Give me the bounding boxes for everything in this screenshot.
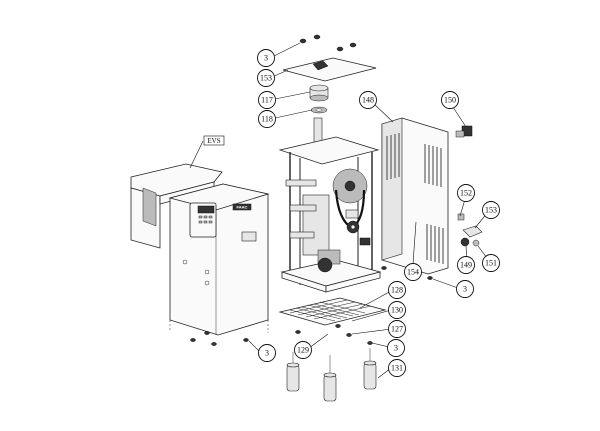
washer-118: [310, 106, 328, 114]
side-panel: [381, 117, 449, 275]
callout-153-top: 153: [257, 69, 275, 87]
svg-text:3: 3: [463, 285, 467, 294]
cabinet-screws: [190, 331, 249, 346]
callout-130: 130: [388, 301, 406, 319]
callout-117: 117: [258, 91, 276, 109]
svg-text:152: 152: [460, 189, 472, 198]
svg-text:3: 3: [264, 54, 268, 63]
callout-148: 148: [359, 91, 377, 109]
callout-3-bottom-right: 3: [387, 339, 405, 357]
svg-text:128: 128: [391, 286, 403, 295]
callout-152: 152: [457, 184, 475, 202]
svg-text:127: 127: [391, 325, 403, 334]
svg-text:117: 117: [261, 96, 273, 105]
cabinet-hood: [130, 163, 223, 249]
drive-frame: [278, 117, 382, 293]
svg-text:3: 3: [394, 344, 398, 353]
cabinet-tag: EVS: [189, 135, 225, 169]
callout-118: 118: [258, 110, 276, 128]
callout-131: 131: [388, 359, 406, 377]
bearing-117: [309, 84, 329, 102]
svg-text:153: 153: [485, 206, 497, 215]
svg-text:118: 118: [261, 115, 273, 124]
svg-text:129: 129: [297, 346, 309, 355]
cabinet-body: FAAC: [168, 183, 270, 336]
parts-right: [457, 213, 483, 247]
callout-150: 150: [441, 91, 459, 109]
callout-149: 149: [457, 256, 475, 274]
lock-150: [455, 125, 473, 138]
brand-logo: FAAC: [237, 205, 248, 210]
callout-129: 129: [294, 341, 312, 359]
callout-3-bottom-left: 3: [258, 344, 276, 362]
svg-text:131: 131: [391, 364, 403, 373]
svg-text:149: 149: [460, 261, 472, 270]
top-screws: [299, 34, 357, 52]
base-grille: [278, 297, 387, 326]
callout-128: 128: [388, 281, 406, 299]
callout-3-top: 3: [257, 49, 275, 67]
callout-151: 151: [482, 254, 500, 272]
callout-127: 127: [388, 320, 406, 338]
floor-screws: [295, 266, 433, 345]
callout-154: 154: [404, 263, 422, 281]
top-cover-plate: [282, 57, 377, 82]
svg-text:153: 153: [260, 74, 272, 83]
tag-evs: EVS: [207, 137, 220, 145]
svg-text:150: 150: [444, 96, 456, 105]
feet: [286, 348, 377, 402]
svg-text:154: 154: [407, 268, 419, 277]
svg-text:3: 3: [265, 349, 269, 358]
svg-text:130: 130: [391, 306, 403, 315]
svg-text:148: 148: [362, 96, 374, 105]
svg-text:151: 151: [485, 259, 497, 268]
callout-3-right: 3: [456, 280, 474, 298]
callout-153-right: 153: [482, 201, 500, 219]
